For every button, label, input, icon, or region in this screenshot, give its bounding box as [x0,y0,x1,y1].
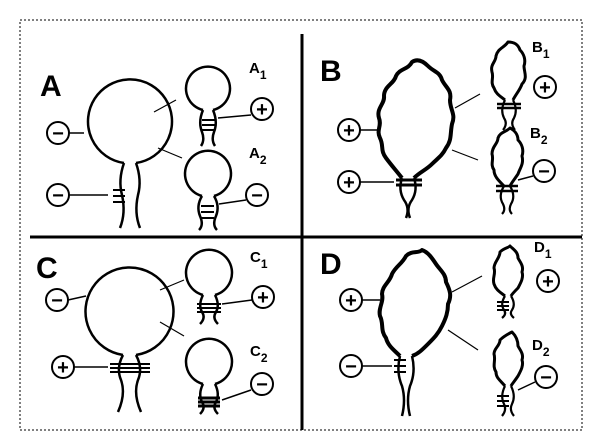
panel-a-subloop-1 [184,65,232,147]
panel-b-sign-main-left: + [337,118,378,142]
panel-c-connector-1 [159,279,185,291]
panel-d-main-loop [377,248,453,417]
panel-d-subloop-1 [491,244,524,319]
svg-text:−: − [251,185,263,207]
panel-c-subloop-1 [184,248,234,325]
panel-d-sign-main-stem: − [339,354,392,378]
panel-c-sign-main-stem: + [51,355,108,379]
panel-d-sign-sub2: − [517,365,558,391]
panel-c: C − + C1 + [36,248,275,415]
panel-a-sign-sub2: − [218,183,269,207]
panel-b-main-loop [376,58,456,219]
panel-a-label: A [40,70,62,103]
svg-text:+: + [343,120,355,142]
panel-b-sign-sub1: + [533,75,557,99]
panel-d-sign-main-left: + [339,288,380,312]
panel-c-sub2-label: C2 [250,343,268,365]
panel-c-subloop-2 [184,337,234,415]
panel-a-subloop-2 [183,149,233,231]
panel-c-sign-sub1: + [221,285,275,309]
svg-text:+: + [257,287,269,309]
panel-a-sub2-label: A2 [249,145,267,167]
panel-a-sign-sub1: + [217,97,274,121]
panel-b: B + + B1 [320,39,557,219]
svg-text:+: + [256,99,268,121]
svg-text:−: − [345,356,357,378]
svg-text:−: − [52,123,64,145]
svg-text:−: − [538,161,550,183]
panel-d-sub1-label: D1 [534,239,552,261]
panel-d: D + − D1 + [320,239,560,417]
panel-a-sign-main-stem: − [46,183,108,207]
svg-text:−: − [540,367,552,389]
panel-a: A − − A1 [40,60,274,231]
svg-text:−: − [51,290,63,312]
panel-b-sub1-label: B1 [532,39,550,61]
svg-text:+: + [542,271,554,293]
panel-b-sub2-label: B2 [530,125,548,147]
panel-b-sign-main-stem: + [337,170,394,194]
panel-b-connector-1 [454,93,481,109]
panel-b-label: B [320,55,342,88]
panel-b-connector-2 [451,149,479,161]
panel-c-sub1-label: C1 [250,249,268,271]
panel-b-subloop-2 [490,126,525,215]
panel-c-connector-2 [159,321,185,337]
panel-d-connector-1 [451,275,483,293]
panel-c-sign-sub2: − [221,372,274,401]
panel-d-label: D [320,248,342,281]
svg-text:+: + [57,357,69,379]
panel-a-main-loop [86,78,174,229]
svg-text:−: − [52,185,64,207]
svg-text:+: + [539,77,551,99]
svg-text:+: + [343,172,355,194]
panel-d-connector-2 [447,329,479,351]
panel-a-connector-2 [157,147,183,159]
panel-a-sign-main-left: − [46,121,84,145]
panel-a-connector-1 [153,99,177,113]
panel-a-sub1-label: A1 [249,60,267,82]
panel-c-sign-main-left: − [45,288,87,312]
panel-d-sign-sub1: + [536,269,560,293]
svg-text:−: − [256,374,268,396]
panel-b-sign-sub2: − [517,159,556,183]
panel-c-main-loop [84,266,175,413]
panel-b-subloop-1 [490,40,527,131]
panel-d-sub2-label: D2 [532,337,550,359]
panel-d-subloop-2 [492,330,524,417]
panel-c-label: C [36,252,58,285]
svg-text:+: + [345,290,357,312]
